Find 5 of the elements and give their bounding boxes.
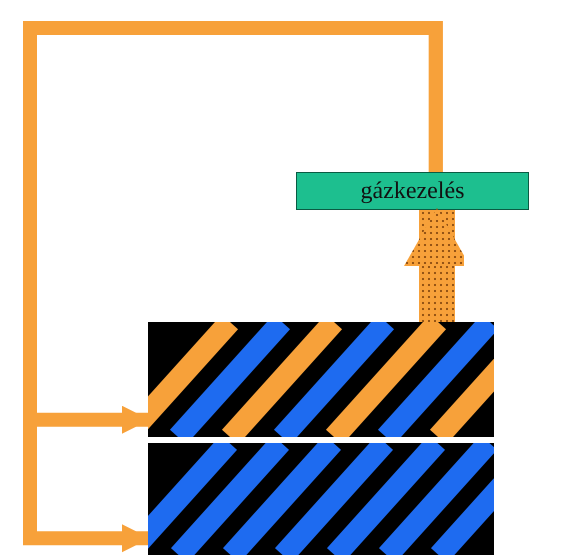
process-box	[296, 172, 529, 210]
node-label: gázkezelés	[360, 176, 466, 206]
layer-block	[148, 443, 494, 555]
layer-block	[148, 322, 494, 437]
connector-arrow	[23, 21, 443, 552]
